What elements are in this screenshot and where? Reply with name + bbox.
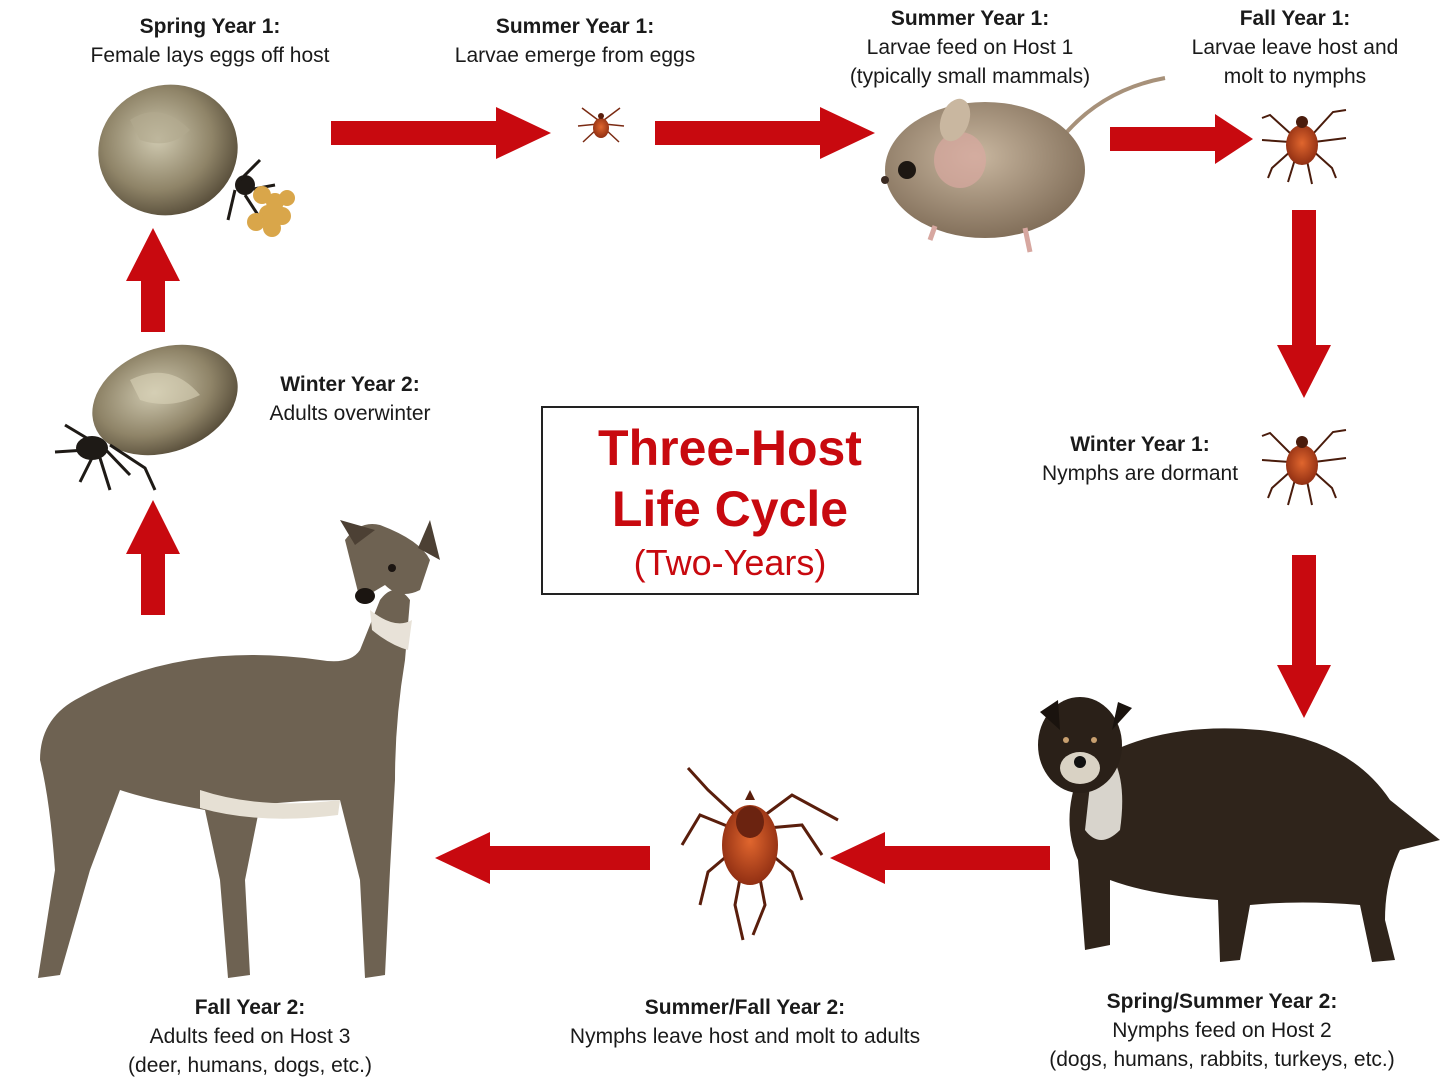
caption-line: (typically small mammals) <box>820 62 1120 91</box>
caption-line: Larvae leave host and <box>1160 33 1430 62</box>
caption-title: Winter Year 1: <box>1010 430 1270 459</box>
caption-summer-year-1-larvae: Summer Year 1: Larvae emerge from eggs <box>420 12 730 70</box>
caption-line: Adults overwinter <box>250 399 450 428</box>
caption-summer-fall-year-2: Summer/Fall Year 2: Nymphs leave host an… <box>530 993 960 1051</box>
larva-tick-icon <box>578 108 624 142</box>
arrow-left-2 <box>435 832 650 884</box>
caption-fall-year-1: Fall Year 1: Larvae leave host and molt … <box>1160 4 1430 91</box>
caption-fall-year-2: Fall Year 2: Adults feed on Host 3 (deer… <box>95 993 405 1080</box>
dormant-nymph-tick-icon <box>1262 430 1346 505</box>
arrow-down-1 <box>1277 210 1331 398</box>
caption-title: Summer Year 1: <box>820 4 1120 33</box>
nymph-tick-icon <box>1262 110 1346 184</box>
caption-title: Fall Year 2: <box>95 993 405 1022</box>
caption-line: (dogs, humans, rabbits, turkeys, etc.) <box>1012 1045 1432 1074</box>
diagram-title-box: Three-Host Life Cycle (Two-Years) <box>541 406 919 595</box>
diagram-subtitle: (Two-Years) <box>543 540 917 586</box>
caption-spring-year-1: Spring Year 1: Female lays eggs off host <box>40 12 380 70</box>
arrow-right-2 <box>655 107 875 159</box>
deer-icon <box>38 520 440 978</box>
caption-spring-summer-year-2: Spring/Summer Year 2: Nymphs feed on Hos… <box>1012 987 1432 1074</box>
caption-line: Nymphs are dormant <box>1010 459 1270 488</box>
caption-title: Summer Year 1: <box>420 12 730 41</box>
caption-winter-year-2: Winter Year 2: Adults overwinter <box>250 370 450 428</box>
adult-tick-icon <box>682 768 838 940</box>
caption-summer-year-1-host: Summer Year 1: Larvae feed on Host 1 (ty… <box>820 4 1120 91</box>
caption-line: Nymphs feed on Host 2 <box>1012 1016 1432 1045</box>
caption-line: Larvae feed on Host 1 <box>820 33 1120 62</box>
mouse-icon <box>881 78 1165 252</box>
arrow-up-1 <box>126 500 180 615</box>
arrow-right-3 <box>1110 114 1253 164</box>
caption-winter-year-1: Winter Year 1: Nymphs are dormant <box>1010 430 1270 488</box>
caption-line: Larvae emerge from eggs <box>420 41 730 70</box>
arrow-left-1 <box>830 832 1050 884</box>
caption-line: Nymphs leave host and molt to adults <box>530 1022 960 1051</box>
dog-icon <box>1038 697 1440 962</box>
caption-line: Female lays eggs off host <box>40 41 380 70</box>
arrow-right-1 <box>331 107 551 159</box>
engorged-adult-tick-icon <box>55 325 253 490</box>
arrow-down-2 <box>1277 555 1331 718</box>
caption-line: (deer, humans, dogs, etc.) <box>95 1051 405 1080</box>
caption-title: Spring/Summer Year 2: <box>1012 987 1432 1016</box>
caption-title: Winter Year 2: <box>250 370 450 399</box>
caption-line: Adults feed on Host 3 <box>95 1022 405 1051</box>
arrow-up-2 <box>126 228 180 332</box>
caption-title: Spring Year 1: <box>40 12 380 41</box>
engorged-tick-eggs-icon <box>84 69 295 237</box>
diagram-title-line-1: Three-Host <box>543 418 917 478</box>
diagram-title-line-2: Life Cycle <box>543 478 917 540</box>
caption-title: Fall Year 1: <box>1160 4 1430 33</box>
caption-title: Summer/Fall Year 2: <box>530 993 960 1022</box>
caption-line: molt to nymphs <box>1160 62 1430 91</box>
